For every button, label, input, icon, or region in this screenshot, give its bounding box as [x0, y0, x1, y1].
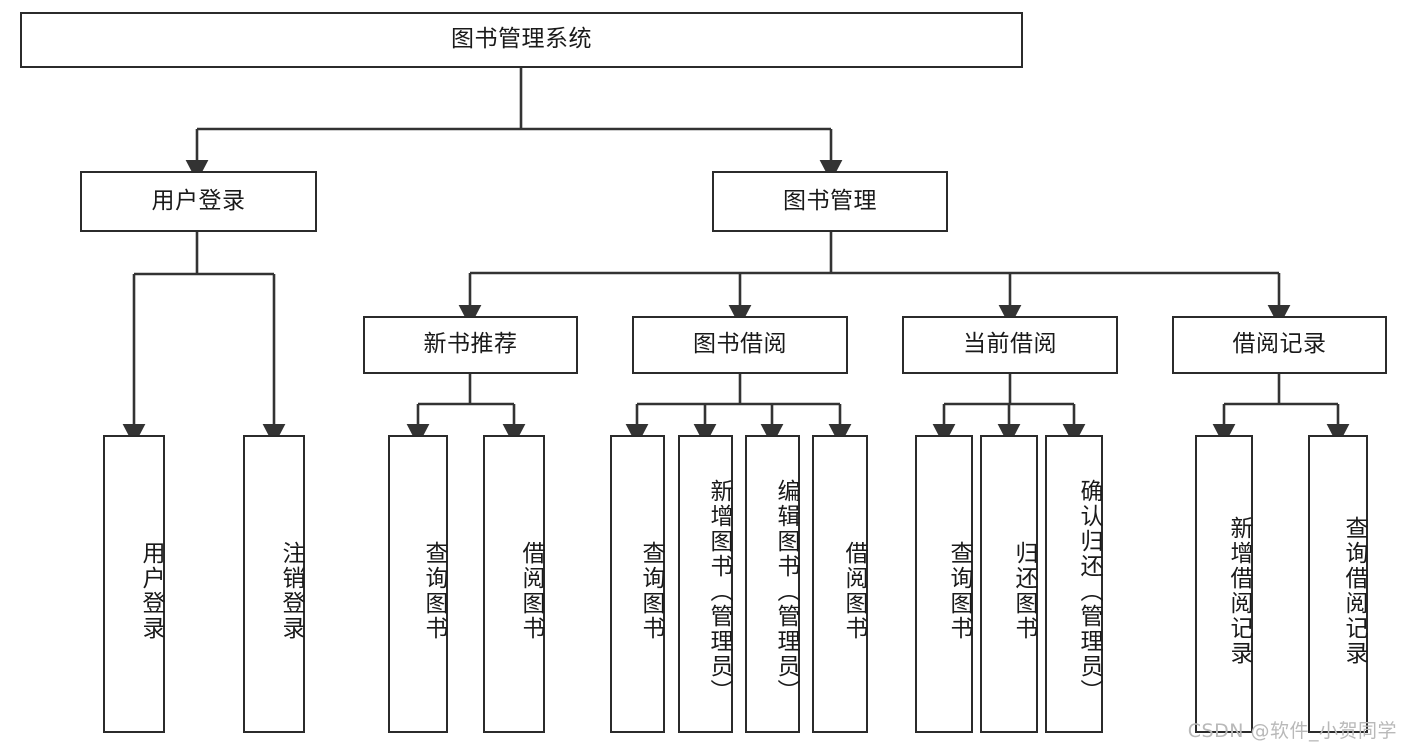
node-new-book-recommend[interactable]: 新书推荐: [363, 316, 578, 374]
node-current-borrow[interactable]: 当前借阅: [902, 316, 1118, 374]
node-borrow-records[interactable]: 借阅记录: [1172, 316, 1387, 374]
node-book-management[interactable]: 图书管理: [712, 171, 948, 232]
node-leaf-add-record-label: 新增借阅记录: [1226, 516, 1252, 666]
node-leaf-logout-label: 注销登录: [278, 541, 304, 641]
node-leaf-query-record-label: 查询借阅记录: [1341, 516, 1367, 666]
node-leaf-query-book-a-label: 查询图书: [421, 541, 447, 641]
node-book-borrow[interactable]: 图书借阅: [632, 316, 848, 374]
node-leaf-borrow-book-a[interactable]: 借阅图书: [483, 435, 545, 733]
node-leaf-logout[interactable]: 注销登录: [243, 435, 305, 733]
node-leaf-edit-book-label: 编辑图书（管理员）: [773, 478, 799, 704]
node-leaf-add-book[interactable]: 新增图书（管理员）: [678, 435, 733, 733]
node-user-login-label: 用户登录: [151, 187, 246, 214]
node-leaf-query-book-c[interactable]: 查询图书: [915, 435, 973, 733]
node-leaf-query-book-b-label: 查询图书: [638, 541, 664, 641]
node-leaf-query-book-c-label: 查询图书: [946, 541, 972, 641]
node-leaf-query-record[interactable]: 查询借阅记录: [1308, 435, 1368, 733]
node-leaf-borrow-book-a-label: 借阅图书: [518, 541, 544, 641]
node-leaf-borrow-book-b-label: 借阅图书: [841, 541, 867, 641]
node-leaf-edit-book[interactable]: 编辑图书（管理员）: [745, 435, 800, 733]
node-current-borrow-label: 当前借阅: [963, 331, 1057, 358]
node-root[interactable]: 图书管理系统: [20, 12, 1023, 68]
node-user-login[interactable]: 用户登录: [80, 171, 317, 232]
node-leaf-add-record[interactable]: 新增借阅记录: [1195, 435, 1253, 733]
node-leaf-borrow-book-b[interactable]: 借阅图书: [812, 435, 868, 733]
node-leaf-return-book[interactable]: 归还图书: [980, 435, 1038, 733]
node-leaf-return-book-label: 归还图书: [1011, 541, 1037, 641]
node-borrow-records-label: 借阅记录: [1232, 331, 1327, 358]
node-leaf-confirm-return-label: 确认归还（管理员）: [1076, 478, 1102, 704]
node-root-label: 图书管理系统: [451, 26, 592, 53]
node-leaf-user-login[interactable]: 用户登录: [103, 435, 165, 733]
node-leaf-query-book-b[interactable]: 查询图书: [610, 435, 665, 733]
node-book-borrow-label: 图书借阅: [693, 331, 787, 358]
node-leaf-add-book-label: 新增图书（管理员）: [706, 478, 732, 704]
node-leaf-query-book-a[interactable]: 查询图书: [388, 435, 448, 733]
node-book-management-label: 图书管理: [783, 187, 877, 214]
node-leaf-user-login-label: 用户登录: [138, 541, 164, 641]
node-leaf-confirm-return[interactable]: 确认归还（管理员）: [1045, 435, 1103, 733]
node-new-book-recommend-label: 新书推荐: [423, 331, 518, 358]
